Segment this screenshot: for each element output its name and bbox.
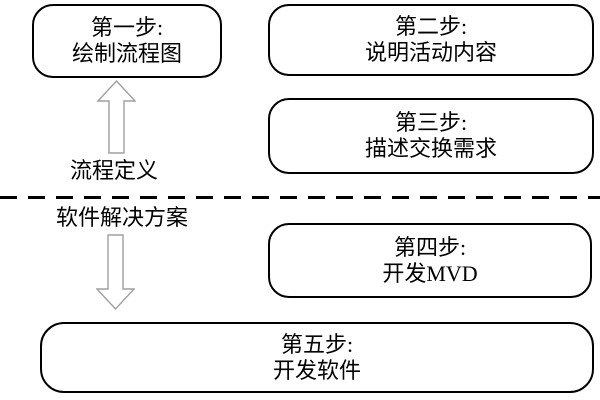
step1-description: 绘制流程图 — [71, 41, 182, 66]
up-block-arrow-icon — [97, 80, 136, 154]
dashed-divider-line — [0, 196, 600, 199]
step3-title: 第三步: — [394, 110, 468, 135]
step4-box: 第四步: 开发MVD — [268, 223, 592, 298]
step4-description: 开发MVD — [382, 260, 478, 286]
step5-box: 第五步: 开发软件 — [40, 322, 594, 393]
step2-description: 说明活动内容 — [364, 40, 497, 65]
step3-box: 第三步: 描述交换需求 — [268, 98, 594, 174]
step5-title: 第五步: — [280, 331, 354, 357]
step4-title: 第四步: — [393, 234, 467, 260]
software-solution-label: 软件解决方案 — [55, 205, 188, 230]
step1-title: 第一步: — [90, 15, 164, 40]
step2-box: 第二步: 说明活动内容 — [268, 4, 594, 76]
step5-description: 开发软件 — [272, 357, 361, 383]
step3-description: 描述交换需求 — [364, 136, 497, 161]
down-block-arrow-icon — [96, 234, 135, 310]
step1-box: 第一步: 绘制流程图 — [32, 4, 222, 78]
step2-title: 第二步: — [394, 14, 468, 39]
process-definition-label: 流程定义 — [69, 158, 158, 183]
